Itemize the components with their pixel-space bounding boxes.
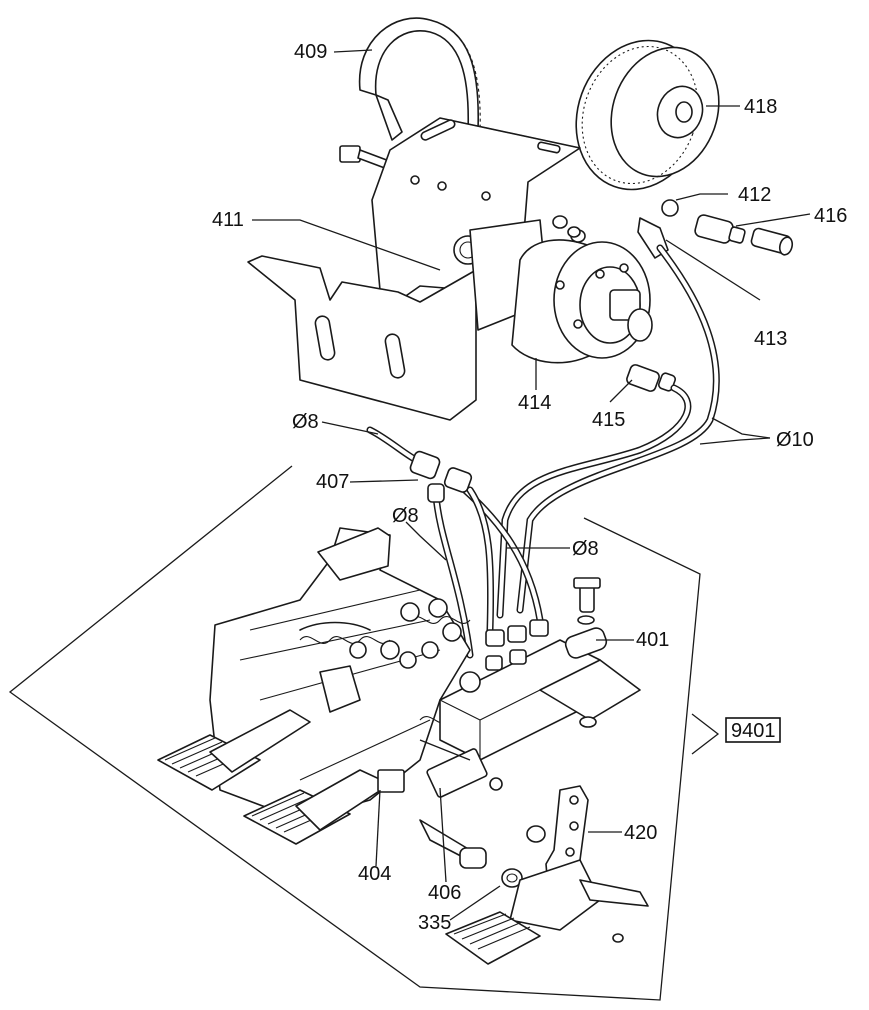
label-335: 335 — [418, 912, 451, 934]
pedal-linkage — [419, 739, 523, 888]
fitting-415 — [626, 364, 676, 392]
hydraulic-pump — [469, 219, 653, 364]
label-9401-box — [725, 717, 781, 743]
pump-nuts — [552, 215, 586, 243]
fittings-upper — [637, 199, 794, 259]
label-9401: 9401 — [731, 720, 776, 742]
label-diameter-8-right: Ø8 — [572, 538, 599, 560]
label-414: 414 — [518, 392, 551, 414]
leader-lines — [252, 49, 811, 921]
tee-fitting — [409, 450, 473, 503]
pedal-420 — [445, 785, 649, 965]
label-401: 401 — [636, 629, 669, 651]
label-404: 404 — [358, 863, 391, 885]
label-420: 420 — [624, 822, 657, 844]
label-409: 409 — [294, 41, 327, 63]
pedal-assembly — [157, 527, 471, 845]
pulley — [575, 39, 720, 191]
hoses-d10 — [496, 244, 720, 619]
callout-labels: 409 418 411 412 416 413 414 415 Ø8 Ø10 4… — [212, 41, 847, 934]
label-418: 418 — [744, 96, 777, 118]
valve-block — [439, 577, 641, 761]
timing-belt — [358, 17, 481, 141]
label-413: 413 — [754, 328, 787, 350]
label-diameter-8-mid: Ø8 — [392, 505, 419, 527]
label-416: 416 — [814, 205, 847, 227]
label-412: 412 — [738, 184, 771, 206]
mounting-bracket — [247, 117, 581, 421]
group-outline — [8, 465, 720, 1001]
label-diameter-10: Ø10 — [776, 429, 814, 451]
label-diameter-8-top: Ø8 — [292, 411, 319, 433]
label-406: 406 — [428, 882, 461, 904]
label-407: 407 — [316, 471, 349, 493]
label-411: 411 — [212, 209, 244, 231]
label-415: 415 — [592, 409, 625, 431]
